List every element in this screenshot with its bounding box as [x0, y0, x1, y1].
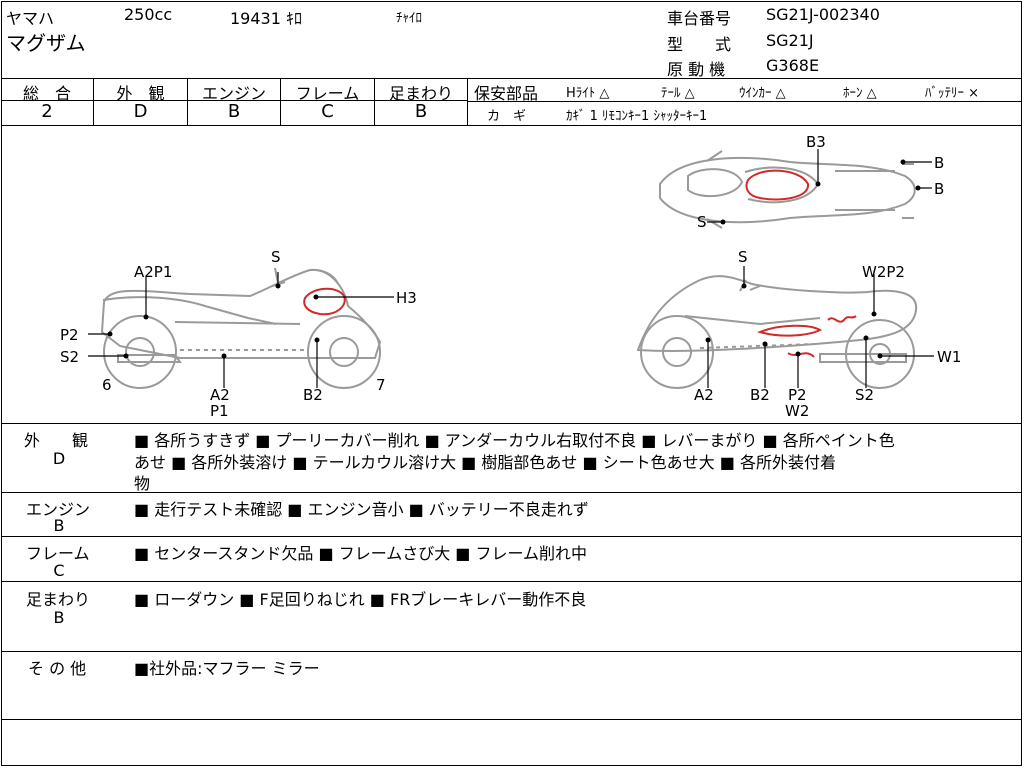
grade-engine: B [227, 101, 241, 122]
notes-frame-line-1: ■ センタースタンド欠品 ■ フレームさび大 ■ フレーム削れ中 [134, 544, 588, 563]
color: ﾁｬｲﾛ [396, 11, 422, 26]
left-label-p2: P2 [60, 326, 79, 344]
left-label-7: 7 [376, 376, 386, 394]
notes-other-label: そ の 他 [28, 659, 87, 678]
notes-engine-label: エンジン [26, 500, 91, 519]
type-value: SG21J [766, 31, 814, 50]
notes-frame-label: フレーム [26, 544, 90, 563]
grade-exterior: D [133, 101, 148, 122]
right-label-w2p2: W2P2 [862, 263, 905, 281]
grade-frame: C [321, 101, 334, 122]
left-label-a2p1: A2P1 [134, 263, 172, 281]
mileage: 19431 ｷﾛ [230, 9, 302, 28]
maker: ヤマハ [6, 9, 55, 28]
safety-winker: ｳｲﾝｶｰ △ [739, 86, 786, 101]
right-label-w2: W2 [785, 402, 809, 420]
safety-horn: ﾎｰﾝ △ [843, 86, 877, 101]
scooter-left-view [100, 267, 382, 389]
left-label-p1: P1 [210, 402, 229, 420]
displacement: 250cc [124, 5, 173, 24]
right-label-a2: A2 [694, 386, 714, 404]
damage-diagram: B3 B B S A2P1 S H3 P2 S2 6 A2 P1 B2 7 S … [60, 133, 961, 420]
notes-exterior-line-1: ■ 各所うすきず ■ プーリーカバー削れ ■ アンダーカウル右取付不良 ■ レバ… [134, 431, 895, 450]
left-label-b2: B2 [303, 386, 323, 404]
grade-overall: 2 [41, 101, 53, 122]
notes-other-line-1: ■社外品:マフラー ミラー [134, 659, 320, 678]
safety-headlight: Hﾗｲﾄ △ [566, 86, 610, 101]
scooter-top-view [659, 150, 916, 229]
left-label-s: S [271, 248, 281, 266]
engine-value: G368E [766, 56, 820, 75]
key-items: ｶｷﾞ 1 ﾘﾓｺﾝｷｰ1 ｼｬｯﾀｰｷｰ1 [566, 109, 708, 124]
right-label-b2: B2 [750, 386, 770, 404]
left-label-a2: A2 [210, 386, 230, 404]
notes-exterior-grade: D [52, 449, 66, 468]
safety-label: 保安部品 [474, 84, 539, 103]
grade-header-suspension: 足まわり [388, 84, 453, 103]
grade-header-exterior: 外 観 [116, 84, 165, 103]
left-label-s2: S2 [60, 348, 79, 366]
scooter-right-view [636, 275, 918, 389]
safety-taillight: ﾃｰﾙ △ [661, 86, 695, 101]
right-label-p2: P2 [788, 386, 807, 404]
notes-exterior-line-3: 物 [134, 474, 151, 493]
grade-header-frame: フレーム [295, 84, 360, 103]
safety-battery: ﾊﾞｯﾃﾘｰ × [925, 86, 980, 101]
notes-engine-grade: B [53, 516, 65, 535]
grade-header-overall: 総 合 [22, 84, 71, 103]
notes-exterior-line-2: あせ ■ 各所外装溶け ■ テールカウル溶け大 ■ 樹脂部色あせ ■ シート色あ… [134, 453, 836, 472]
right-label-s2: S2 [855, 386, 874, 404]
notes-suspension-label: 足まわり [26, 590, 91, 609]
top-label-b3: B3 [806, 133, 826, 151]
notes-suspension-line-1: ■ ローダウン ■ F足回りねじれ ■ FRブレーキレバー動作不良 [134, 590, 587, 609]
engine-label: 原 動 機 [667, 60, 726, 79]
notes-exterior-label: 外 観 [24, 431, 89, 450]
type-label: 型 式 [667, 35, 732, 54]
key-label: カ ギ [487, 109, 527, 124]
top-label-b1: B [934, 154, 944, 172]
top-label-b2: B [934, 180, 944, 198]
left-label-6: 6 [102, 376, 112, 394]
notes-frame-grade: C [53, 561, 65, 580]
right-label-w1: W1 [937, 348, 961, 366]
top-label-s: S [697, 213, 707, 231]
notes-suspension-grade: B [53, 608, 65, 627]
left-label-h3: H3 [396, 289, 417, 307]
model-name: マグザム [6, 31, 86, 55]
right-label-s: S [738, 248, 748, 266]
damage-marks [303, 169, 857, 358]
grade-header-engine: エンジン [201, 84, 266, 103]
grade-suspension: B [414, 101, 428, 122]
chassis-no: SG21J-002340 [766, 5, 880, 24]
chassis-label: 車台番号 [667, 9, 732, 28]
notes-engine-line-1: ■ 走行テスト未確認 ■ エンジン音小 ■ バッテリー不良走れず [134, 500, 589, 519]
